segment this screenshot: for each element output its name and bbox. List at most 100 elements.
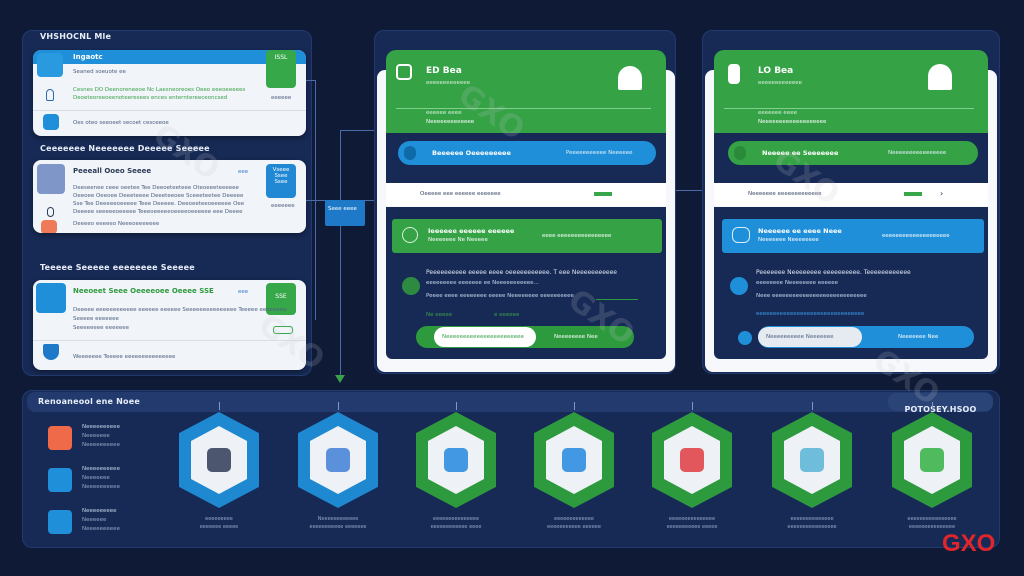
info-icon	[404, 146, 416, 160]
hex-pin	[456, 402, 457, 410]
hex-glyph-icon	[680, 448, 704, 472]
tag-icon	[48, 510, 72, 534]
list-item-text: Neeeeeee	[82, 475, 110, 481]
card-text: Cesnes DO Deenoreneeoe Nc Laesneoreoes O…	[73, 87, 246, 93]
header-title: LO Bea	[758, 66, 794, 76]
body-text: Peeeeeeeeee eeeee eeee oeeeeeeeeeee. T e…	[426, 269, 618, 276]
hex-pin	[932, 402, 933, 410]
hex-caption: eeeeeeeeeeeeeee	[432, 516, 480, 522]
list-item-text: Neeeeeeeeee	[82, 484, 120, 490]
connector-badge[interactable]: Seee eeee	[325, 200, 365, 226]
hex-caption: eeeeeeeeeeeeee	[790, 516, 834, 522]
hex-pin	[692, 402, 693, 410]
status-badge: ISSL	[266, 50, 296, 88]
right-status-pill[interactable]: Neeeee ee Seeeeeee Neeeeeeeeeeeeeeee	[728, 141, 978, 165]
card-header-bar	[33, 50, 306, 64]
card-text: Seeeeeeee eeeeeee	[73, 325, 129, 331]
tag-icon	[48, 468, 72, 492]
chart-icon	[36, 283, 66, 313]
robot-icon	[396, 64, 412, 80]
bottom-list-item[interactable]: Neeeeeeeee Neeeeee Neeeeeeeeee	[46, 508, 166, 544]
list-item-text: Neeeeee	[82, 517, 107, 523]
input-field[interactable]: Neeeeeeeeeeeeeeeeeeeeeee	[434, 327, 536, 347]
action-label: Neeeeeeee Nee	[554, 334, 598, 340]
connector-line	[675, 190, 703, 191]
progress-indicator	[594, 192, 612, 196]
bar-subtitle: Neeeeeee Ne Neeeee	[428, 237, 488, 243]
right-blue-bar[interactable]: Neeeeee ee eeee Neee Neeeeeee Neeeeeeee …	[722, 219, 984, 253]
card-text: Deeeee eeeeeeeeeeee eeeeee eeeeee Seeeee…	[73, 307, 287, 313]
badge-label: SSE	[275, 293, 287, 300]
button-label: POTOSEY.HSOO	[904, 405, 977, 414]
info-icon	[730, 277, 748, 295]
card-footer: Weeeeeee Teeeee eeeeeeeeeeeeeee	[73, 354, 176, 360]
hex-caption: eeeeeeeeeeeeeee	[908, 524, 956, 530]
hex-node[interactable]	[892, 412, 972, 508]
chat-icon	[732, 227, 750, 243]
center-green-bar[interactable]: Ieeeeee eeeeee eeeeee Neeeeeee Ne Neeeee…	[392, 219, 662, 253]
left-card-3[interactable]: Neeoeet Seee Oeeeeoee Oeeee SSE eee SSE …	[33, 280, 306, 370]
center-strip: Oeeeee eee eeeeee eeeeeee	[386, 183, 666, 206]
card-text: Deoeteoreeoeenoteeresees ences enternter…	[73, 95, 228, 101]
cube-icon	[43, 114, 59, 130]
left-card-2[interactable]: Peeeall Ooeo Seeee eee Vseee Ssee Ssee D…	[33, 160, 306, 233]
hex-glyph-icon	[444, 448, 468, 472]
card-text: Deeeee seeeeeoeeeee Teeeoeeeeeoeeeeoeeee…	[73, 209, 243, 215]
user-icon	[618, 66, 642, 90]
connector-badge-label: Seee eeee	[328, 206, 357, 212]
hex-node[interactable]	[179, 412, 259, 508]
hex-glyph-icon	[800, 448, 824, 472]
hex-caption: eeeeeeeeeee eeeeee	[547, 524, 601, 530]
chevron-right-icon[interactable]: ›	[940, 189, 944, 198]
input-field[interactable]: Neeeeeeeeee Neeeeeee	[758, 327, 862, 347]
hex-caption: eeeeeeeeeeeeeee	[668, 516, 716, 522]
right-progress-pill[interactable]: Neeeeeeeeee Neeeeeee Neeeeeee Nee	[758, 326, 974, 348]
card-title: Ingaotc	[73, 53, 103, 61]
body-text: Peeee eeee eeeeeeee eeeee Neeeeeeee eeee…	[426, 293, 574, 299]
card-meta: eee	[238, 289, 249, 295]
pill-label: Neeeee ee Seeeeeee	[762, 149, 839, 157]
card-title: Peeeall Ooeo Seeee	[73, 167, 152, 175]
card-footer: Oes oteo seeoeet secoet cesceeoe	[73, 120, 169, 126]
hex-glyph-icon	[207, 448, 231, 472]
bar-value: eeeeeeeeeeeeeeeeeeee	[882, 233, 950, 239]
pill-value: Peeeeeeeeeee Neeeeee	[566, 150, 633, 156]
bottom-list-item[interactable]: Neeeeeeeeee Neeeeeee Neeeeeeeeee	[46, 424, 166, 460]
bottom-right-button[interactable]: POTOSEY.HSOO	[888, 393, 993, 414]
hex-node[interactable]	[298, 412, 378, 508]
hex-glyph-icon	[326, 448, 350, 472]
left-panel-title: VHSHOCNL Mle	[40, 32, 112, 41]
bar-subtitle: Neeeeeee Neeeeeeee	[758, 237, 819, 243]
hex-node[interactable]	[534, 412, 614, 508]
bar-title: Ieeeeee eeeeee eeeeee	[428, 227, 515, 235]
link-text[interactable]: eeeeeeeeeeeeeeeeeeeeeeeeeeeeeeee	[756, 311, 865, 317]
chat-bubble-icon	[738, 331, 752, 345]
document-icon	[37, 53, 63, 77]
hex-node[interactable]	[416, 412, 496, 508]
right-header: LO Bea eeeeeeeeeeeee eeeeeee eeee Neeeee…	[714, 50, 988, 133]
bottom-header	[27, 392, 993, 412]
list-item-title: Neeeeeeeee	[82, 508, 117, 514]
center-progress-pill[interactable]: Neeeeeeeeeeeeeeeeeeeeeee Neeeeeeee Nee	[416, 326, 634, 348]
badge-label: ISSL	[274, 54, 288, 61]
list-item-text: Neeeeeeeeee	[82, 526, 120, 532]
badge-label: Vseee Ssee Ssee	[272, 167, 290, 185]
hex-node[interactable]	[652, 412, 732, 508]
center-status-pill[interactable]: Beeeeee Oeeeeeeeee Peeeeeeeeeee Neeeeee	[398, 141, 656, 165]
connector-line	[340, 130, 341, 375]
strip-text: Neeeeeee eeeeeeeeeeeee	[748, 191, 822, 197]
action-label: Neeeeeee Nee	[898, 334, 939, 340]
progress-indicator	[904, 192, 922, 196]
strip-text: Oeeeee eee eeeeee eeeeeee	[420, 191, 501, 197]
header-text: eeeeeee eeee	[758, 110, 797, 116]
hex-node[interactable]	[772, 412, 852, 508]
left-card-1[interactable]: Ingaotc Seaned soeuote ee ISSL Cesnes DO…	[33, 50, 306, 136]
card-title: Neeoeet Seee Oeeeeoee Oeeee SSE	[73, 287, 214, 295]
header-title: ED Bea	[426, 66, 462, 76]
card-meta: Seaned soeuote ee	[73, 69, 126, 75]
center-body: Ieeeeee eeeeee eeeeee Neeeeeee Ne Neeeee…	[386, 207, 666, 359]
section-label: Ceeeeeee Neeeeeee Deeeee Seeeee	[40, 144, 210, 153]
tool-icon	[734, 146, 746, 160]
bottom-list-item[interactable]: Neeeeeeeeee Neeeeeee Neeeeeeeeee	[46, 466, 166, 502]
card-footer: Deeeeo eeeeeo Neeeoeeeeeee	[73, 221, 160, 227]
